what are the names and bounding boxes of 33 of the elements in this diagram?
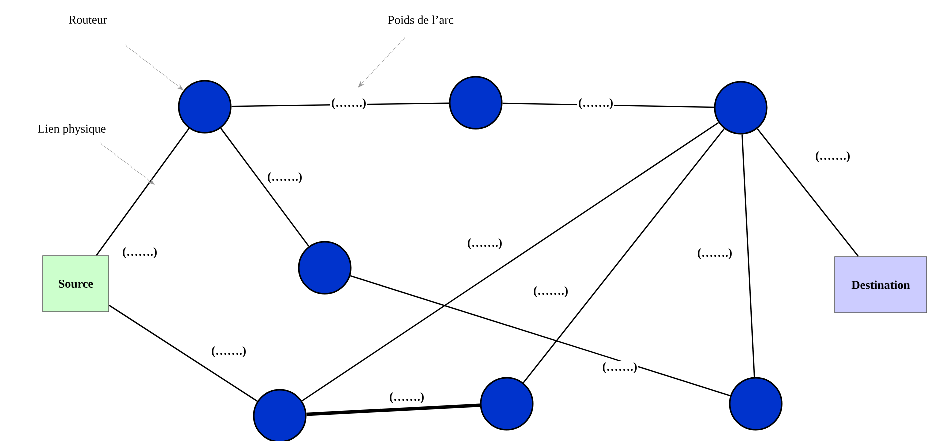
edge-label: (…….) <box>602 362 638 374</box>
link-line <box>109 305 258 402</box>
leader-line <box>358 38 406 88</box>
router-circle <box>298 241 352 295</box>
link-line <box>306 404 480 416</box>
edge-label: (…….) <box>696 248 734 260</box>
link-line <box>757 128 860 257</box>
edge-label: (…….) <box>466 238 504 250</box>
link-line <box>220 128 310 247</box>
edge-label: (…….) <box>578 98 614 110</box>
router-circle <box>714 81 768 135</box>
edge-label: (…….) <box>814 150 852 164</box>
annotation-text: Routeur <box>69 16 108 24</box>
router-circle <box>253 389 307 441</box>
link-line <box>742 134 756 378</box>
edge-label: (…….) <box>122 246 158 260</box>
link-line <box>96 128 190 256</box>
edge-label: (…….) <box>266 172 304 184</box>
edge-label: (…….) <box>532 286 570 298</box>
endpoint-box: Source <box>42 256 110 312</box>
router-circle <box>729 377 783 431</box>
edge-label: (…….) <box>210 346 248 358</box>
edge-label: (…….) <box>388 392 426 404</box>
router-circle <box>480 377 534 431</box>
router-circle <box>178 80 232 134</box>
router-circle <box>449 76 503 130</box>
annotation-text: Lien physique <box>38 124 106 136</box>
link-line <box>302 122 720 402</box>
link-line <box>350 275 731 397</box>
endpoint-box: Destination <box>834 256 928 314</box>
annotation-text: Poids de l’arc <box>388 16 454 24</box>
link-line <box>523 128 725 384</box>
edge-label: (…….) <box>330 98 368 110</box>
